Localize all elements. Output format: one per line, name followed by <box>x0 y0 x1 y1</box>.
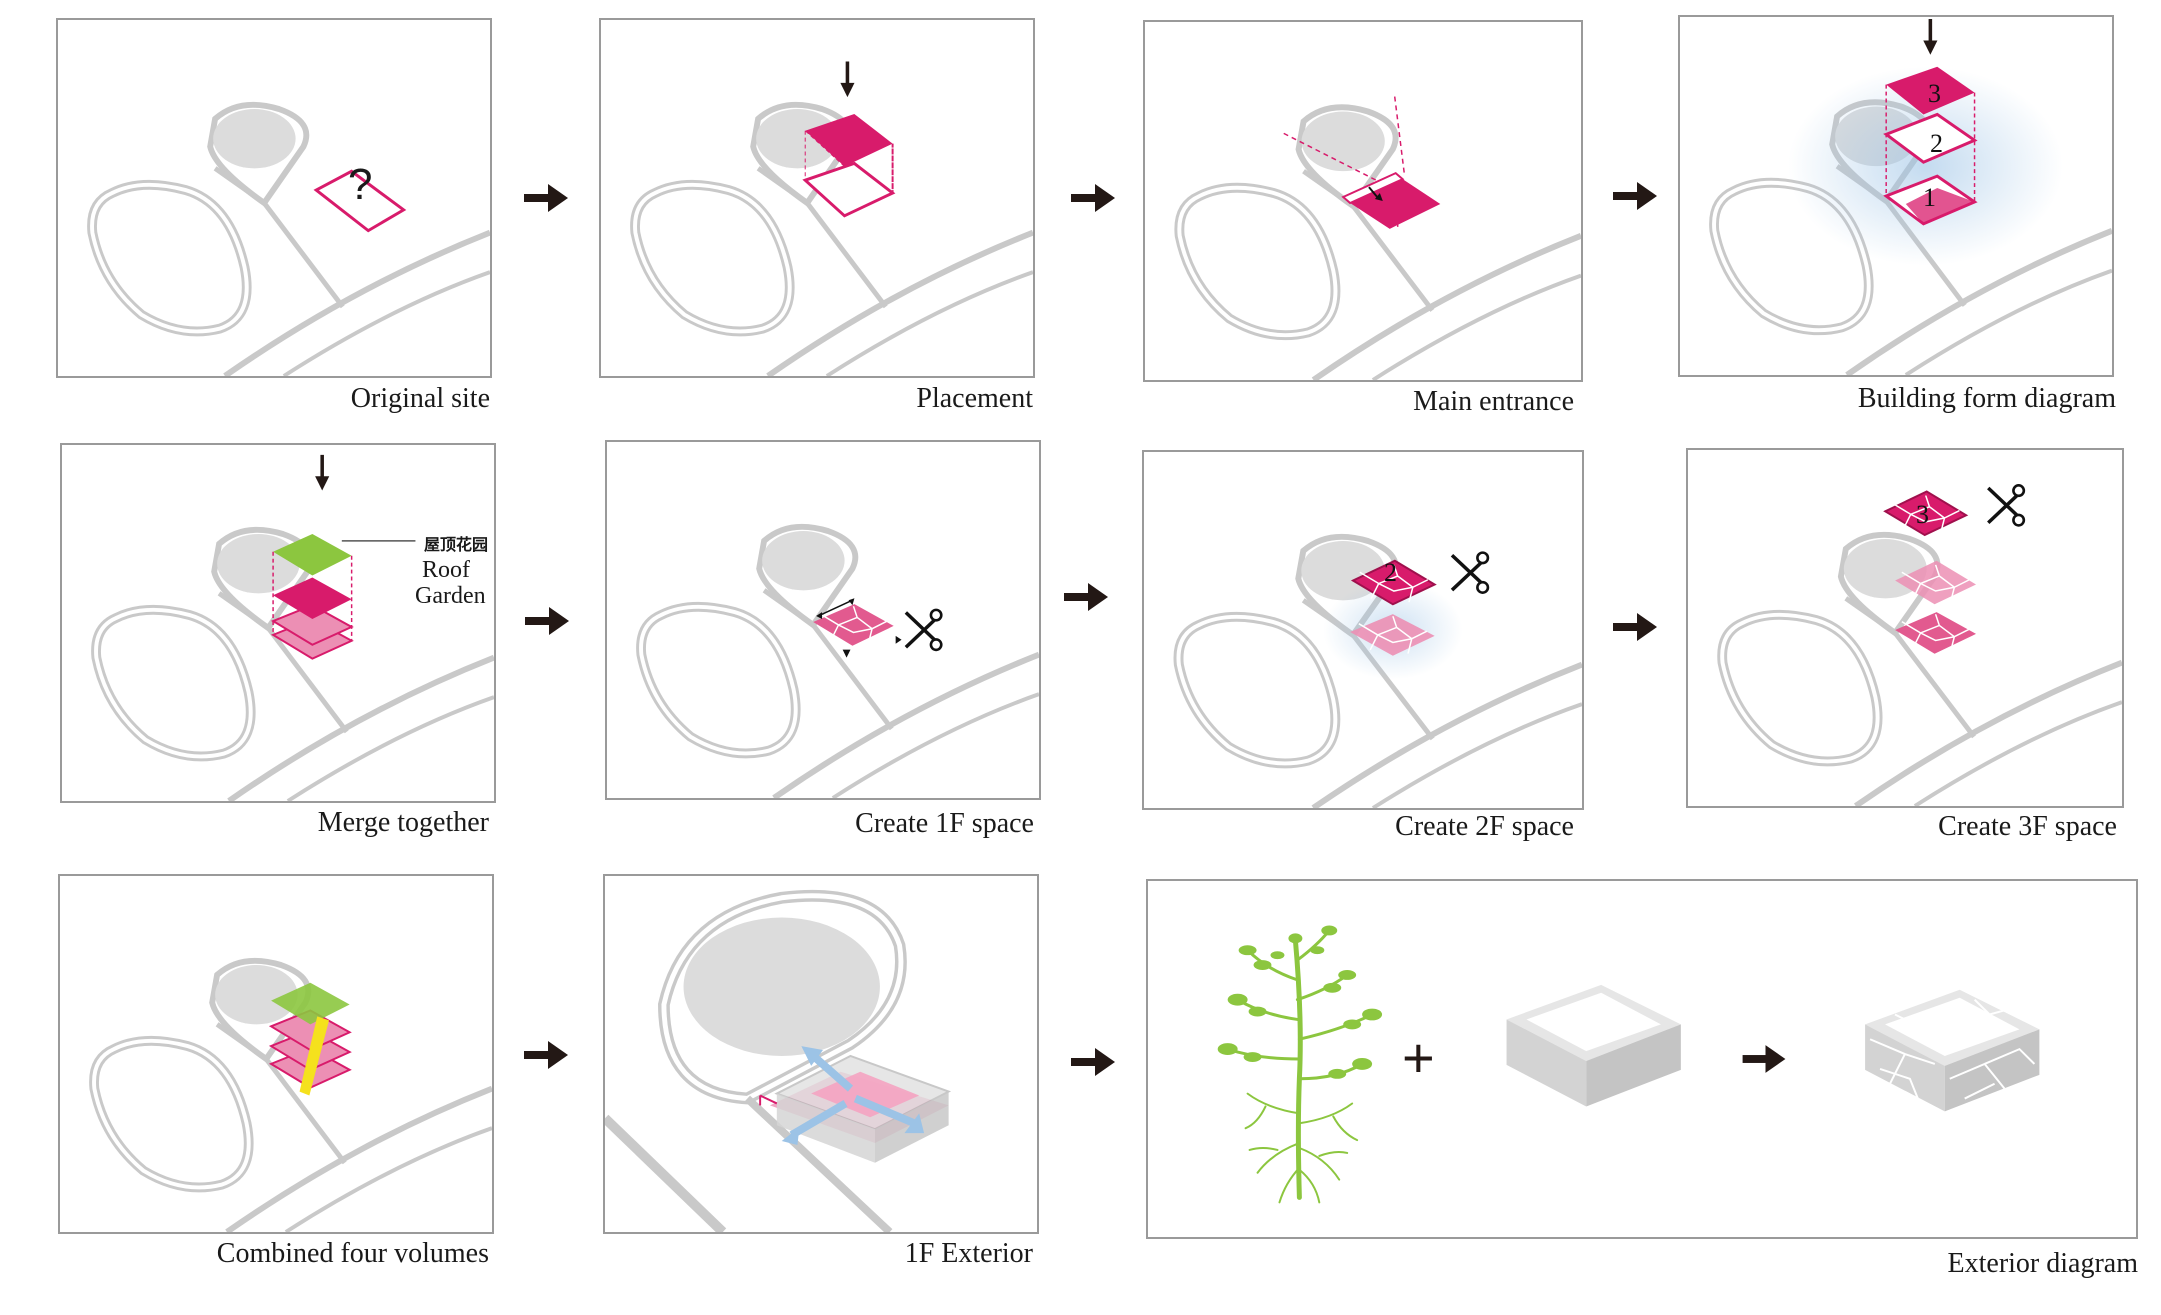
caption-main-entrance: Main entrance <box>1413 386 1574 417</box>
caption-1f-exterior: 1F Exterior <box>904 1238 1033 1269</box>
caption-original-site: Original site <box>350 383 490 414</box>
site-plan <box>1145 96 1581 380</box>
right-arrow-icon <box>524 1041 568 1069</box>
roof-garden-label-line2: Garden <box>415 583 486 609</box>
floor-label-2: 2 <box>1930 129 1943 158</box>
cracked-box-icon <box>1865 989 2040 1112</box>
building-plot <box>313 169 407 233</box>
right-arrow-icon <box>1742 1045 1786 1073</box>
volume-top <box>805 113 893 167</box>
panel-combined-volumes <box>58 874 494 1234</box>
question-mark: ? <box>348 160 373 209</box>
exterior-diagram-art <box>1217 925 2040 1204</box>
down-arrow-icon <box>313 452 332 493</box>
site-plan <box>62 452 494 801</box>
right-arrow-icon <box>524 184 568 212</box>
panel-building-form: 3 2 1 <box>1678 15 2114 377</box>
site-plan <box>1680 17 2112 375</box>
box-side <box>776 1093 875 1163</box>
right-arrow-icon <box>1613 182 1657 210</box>
site-plan <box>601 59 1033 376</box>
box-icon <box>1506 984 1681 1107</box>
caption-exterior-diagram: Exterior diagram <box>1947 1248 2138 1279</box>
entrance-arrow-icon <box>1374 193 1383 201</box>
caption-create-2f: Create 2F space <box>1395 811 1574 842</box>
site-plan <box>607 442 1039 798</box>
right-arrow-icon <box>1071 184 1115 212</box>
down-arrow-icon <box>838 59 857 100</box>
scissors-icon <box>904 608 944 652</box>
caption-placement: Placement <box>916 383 1033 414</box>
caption-merge-together: Merge together <box>317 807 489 838</box>
site-plan <box>1144 452 1582 808</box>
panel-original-site: ? <box>56 18 492 378</box>
floor-label-3: 3 <box>1928 79 1941 108</box>
right-arrow-icon <box>1071 1048 1115 1076</box>
volume-footprint <box>802 161 896 218</box>
site-plan <box>60 876 492 1232</box>
blue-arrow-icon <box>801 1046 823 1066</box>
floor-1f <box>813 604 894 646</box>
panel-merge-together: 屋顶花园 Roof Garden <box>60 443 496 803</box>
site-plan <box>1688 483 2122 806</box>
panel-placement <box>599 18 1035 378</box>
yellow-core <box>299 1016 330 1096</box>
caption-create-3f: Create 3F space <box>1938 811 2117 842</box>
panel-create-2f: 2 <box>1142 450 1584 810</box>
floor-label-2: 2 <box>1384 558 1397 587</box>
caption-create-1f: Create 1F space <box>855 808 1034 839</box>
panel-create-1f <box>605 440 1041 800</box>
wind-glow <box>1788 66 2063 266</box>
panel-exterior-diagram: + <box>1146 879 2138 1239</box>
roof-garden-layer <box>273 534 352 576</box>
entrance-volume <box>1350 179 1441 229</box>
right-arrow-icon <box>525 607 569 635</box>
floor-label-1: 1 <box>1923 183 1936 212</box>
roof-garden-layer <box>271 982 350 1025</box>
blue-arrow-icon <box>781 1127 800 1145</box>
panel-1f-exterior <box>603 874 1039 1234</box>
panel-main-entrance <box>1143 20 1583 382</box>
floor-label-3: 3 <box>1916 500 1929 529</box>
down-arrow-icon <box>1921 17 1940 57</box>
blue-arrow-icon <box>904 1113 925 1134</box>
scissors-icon <box>1450 550 1490 595</box>
panel-create-3f: 3 <box>1686 448 2124 808</box>
plus-sign: + <box>1402 1026 1435 1089</box>
caption-building-form: Building form diagram <box>1857 383 2116 414</box>
right-arrow-icon <box>1613 613 1657 641</box>
roof-garden-label-cn: 屋顶花园 <box>424 535 489 554</box>
caption-combined-volumes: Combined four volumes <box>216 1238 489 1269</box>
scissors-icon <box>1986 483 2026 528</box>
site-plan <box>58 20 490 376</box>
floor-3f <box>1883 490 1969 537</box>
right-arrow-icon <box>1064 583 1108 611</box>
roof-garden-label-line1: Roof <box>422 557 470 583</box>
site-plan-zoomed <box>605 889 952 1232</box>
floor-2f <box>1350 559 1437 606</box>
